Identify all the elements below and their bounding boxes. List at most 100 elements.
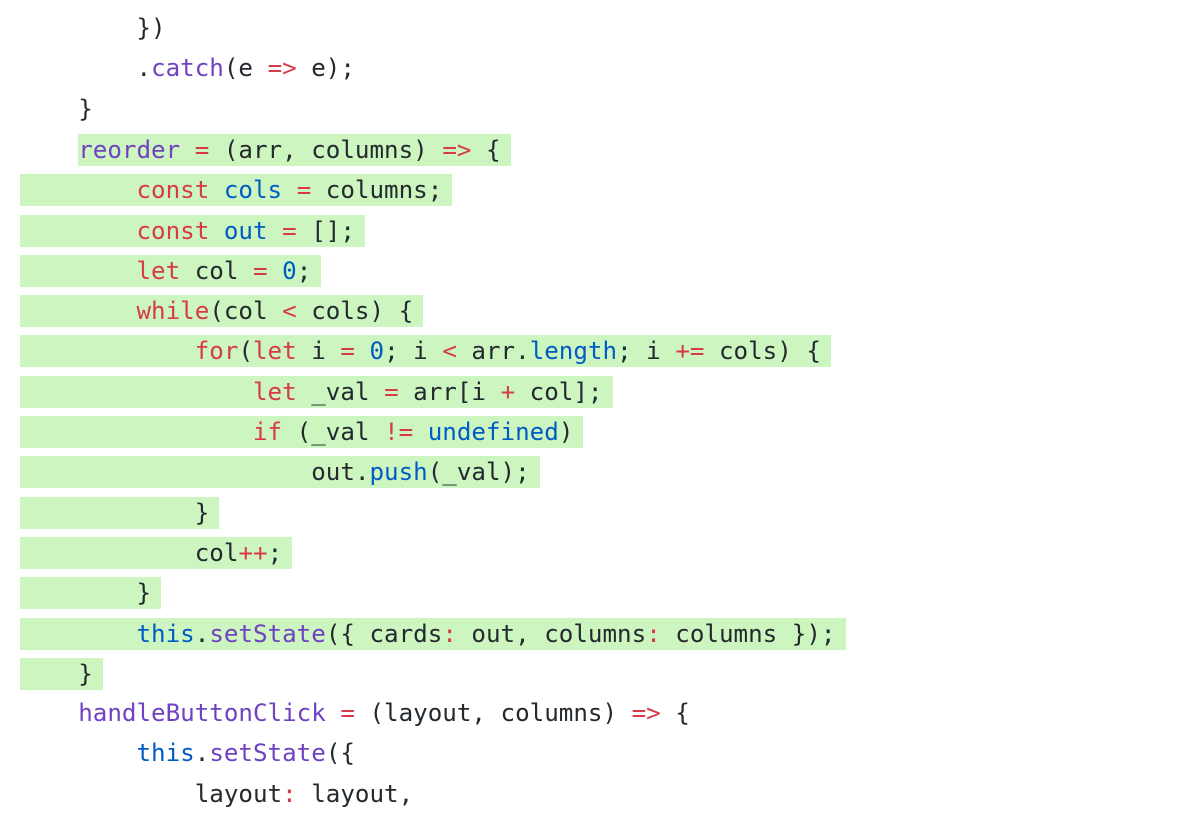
diff-highlight: reorder = (arr, columns) => { — [78, 133, 511, 166]
code-token — [209, 217, 224, 245]
code-token: out. — [311, 458, 370, 487]
code-token: length — [529, 337, 618, 366]
code-token: this — [136, 739, 195, 768]
diff-highlight: col++; — [20, 536, 293, 569]
code-line: let _val = arr[i + col]; — [20, 371, 613, 411]
diff-highlight: } — [20, 657, 103, 690]
code-token — [282, 176, 297, 204]
code-token: undefined — [427, 418, 559, 446]
code-token: this — [136, 619, 195, 648]
code-token: : — [282, 779, 297, 808]
code-token: = — [282, 216, 297, 245]
code-token: ; i — [617, 337, 676, 366]
code-token: layout, — [296, 779, 414, 808]
code-token: ; — [267, 538, 283, 567]
code-token: setState — [209, 619, 326, 648]
code-line: } — [20, 89, 93, 129]
code-token: catch — [151, 54, 224, 83]
code-token: => — [267, 54, 297, 83]
code-token: = — [296, 176, 312, 205]
code-token: e); — [296, 54, 355, 83]
code-line: for(let i = 0; i < arr.length; i += cols… — [20, 330, 831, 370]
code-token: columns; — [311, 176, 443, 205]
code-token: let — [136, 256, 181, 285]
code-token: const — [136, 216, 210, 245]
code-token: out, columns — [456, 619, 647, 648]
code-token: => — [631, 699, 661, 728]
code-token — [209, 176, 224, 204]
code-token: ({ cards — [325, 619, 443, 648]
code-token: let — [253, 337, 297, 366]
code-token: ; i — [384, 337, 443, 366]
code-token: (layout, columns) — [354, 699, 632, 728]
code-token: ( — [238, 337, 253, 366]
code-token: . — [194, 739, 210, 768]
code-token: for — [194, 337, 239, 366]
code-token: columns }); — [660, 619, 836, 648]
diff-highlight: for(let i = 0; i < arr.length; i += cols… — [20, 335, 831, 368]
code-token: } — [136, 579, 152, 608]
code-token: arr. — [456, 337, 530, 366]
code-token — [180, 136, 195, 164]
code-line: if (_val != undefined) — [20, 411, 584, 451]
code-line: } — [20, 653, 103, 693]
code-token: const — [136, 176, 210, 205]
code-token: (_val — [282, 418, 385, 446]
code-token: } — [78, 659, 93, 688]
diff-highlight: this.setState({ cards: out, columns: col… — [20, 617, 846, 650]
code-line: reorder = (arr, columns) => { — [20, 129, 511, 169]
code-token — [326, 699, 341, 727]
code-token: += — [675, 337, 705, 366]
code-token: }) — [136, 14, 166, 42]
code-token: : — [646, 619, 661, 648]
code-token — [355, 337, 370, 365]
code-line: handleButtonClick = (layout, columns) =>… — [20, 693, 690, 733]
code-token: : — [442, 619, 457, 648]
code-token: != — [384, 418, 414, 446]
code-token: = — [384, 377, 399, 406]
code-token: []; — [296, 216, 355, 245]
code-line: } — [20, 572, 162, 612]
code-token: arr[i — [398, 377, 501, 406]
code-token: layout — [194, 779, 283, 808]
code-line: } — [20, 492, 220, 532]
code-token: ; — [296, 256, 312, 285]
code-token: if — [253, 418, 283, 446]
code-line: while(col < cols) { — [20, 290, 424, 330]
diff-highlight: } — [20, 496, 220, 529]
code-token: cols — [223, 176, 283, 205]
code-token: col]; — [515, 377, 603, 406]
code-token: push — [369, 458, 428, 487]
code-token: (col — [209, 297, 283, 326]
code-token: col — [194, 538, 239, 567]
code-token: setState — [209, 739, 326, 768]
code-token: i — [296, 337, 341, 366]
code-token — [413, 418, 428, 446]
code-token — [268, 257, 283, 285]
code-token: 0 — [282, 256, 297, 285]
code-token: reorder — [78, 135, 181, 164]
code-token: let — [253, 377, 297, 406]
code-token: cols) { — [704, 337, 821, 366]
diff-highlight: let _val = arr[i + col]; — [20, 375, 613, 408]
code-token: => — [442, 135, 472, 164]
code-token: = — [194, 135, 210, 164]
code-token: out — [223, 216, 268, 245]
code-token: handleButtonClick — [78, 699, 326, 728]
code-line: let col = 0; — [20, 250, 322, 290]
code-token: (e — [223, 54, 268, 83]
code-token: = — [340, 699, 355, 728]
code-token: = — [340, 337, 355, 366]
code-line: }) — [20, 8, 166, 48]
code-line: layout: layout, — [20, 774, 413, 814]
code-line: this.setState({ cards: out, columns: col… — [20, 613, 846, 653]
diff-highlight: const cols = columns; — [20, 174, 453, 207]
code-token: } — [78, 94, 93, 123]
code-token: < — [282, 297, 297, 326]
code-token: col — [180, 256, 253, 285]
code-line: const out = []; — [20, 210, 365, 250]
code-line: col++; — [20, 532, 293, 572]
code-token: 0 — [369, 337, 385, 366]
diff-highlight: } — [20, 577, 162, 610]
